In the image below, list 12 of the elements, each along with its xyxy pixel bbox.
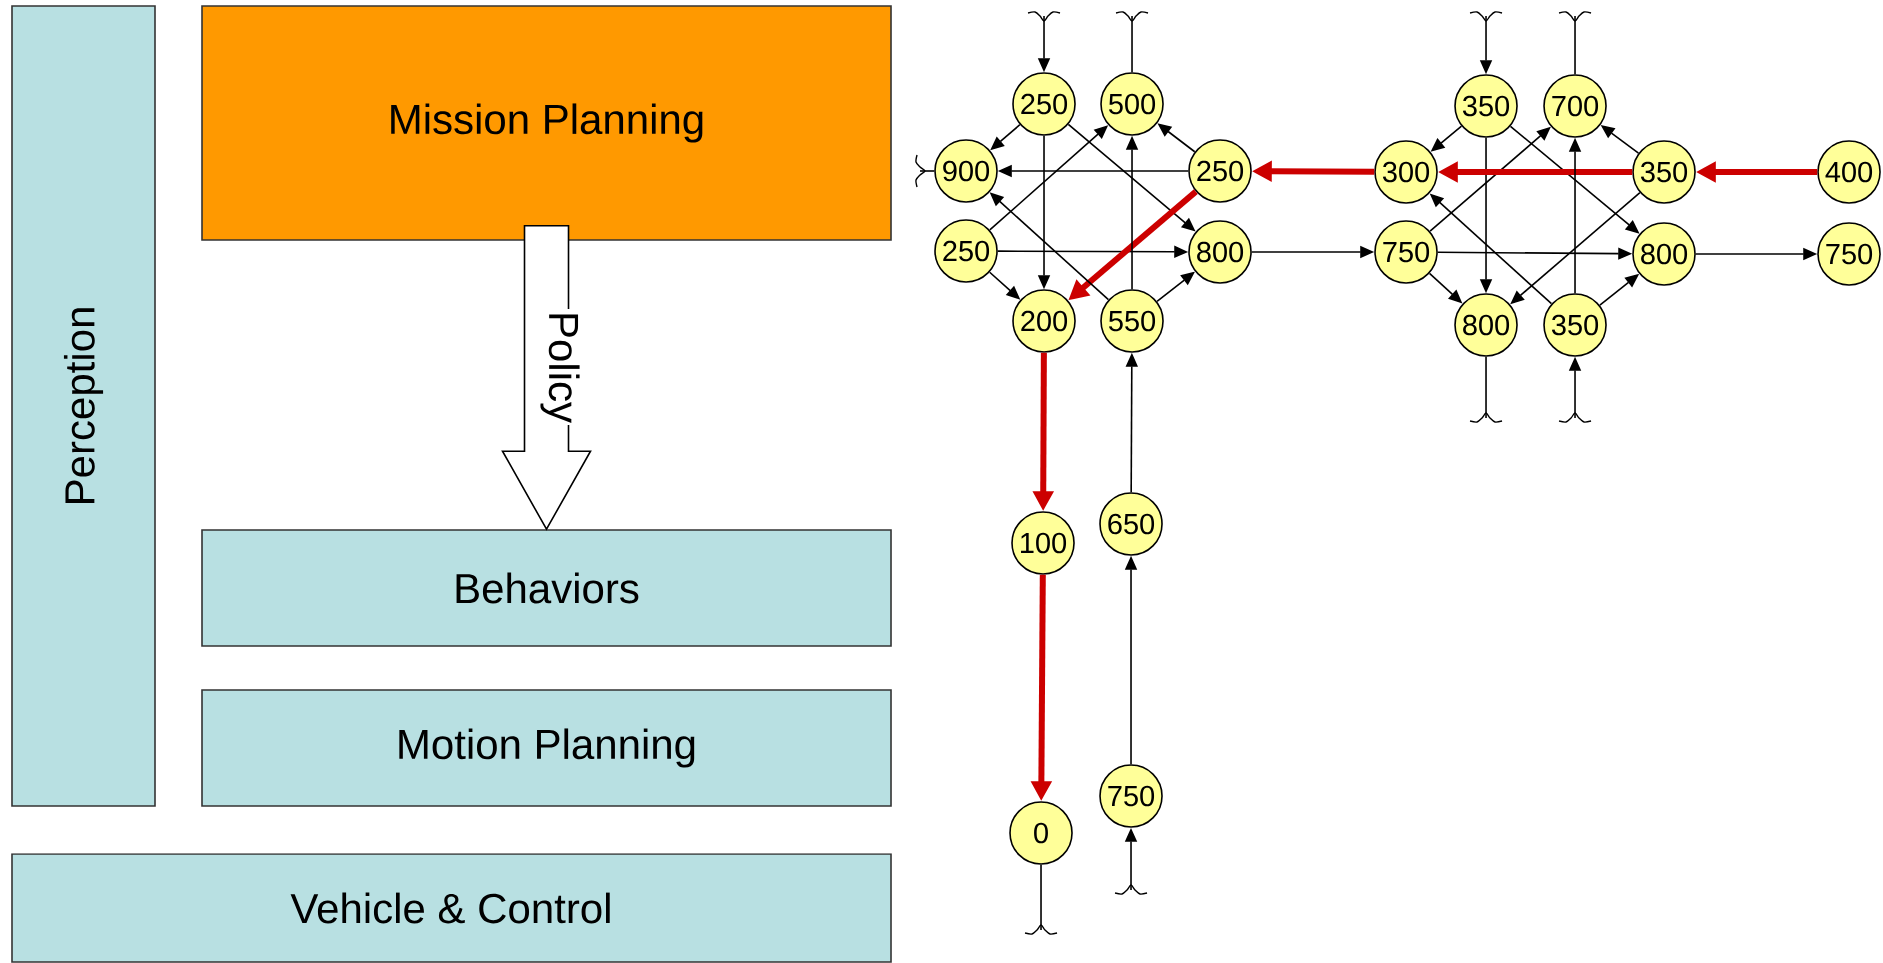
- layer-label: Motion Planning: [399, 728, 695, 768]
- layer-box: [11, 853, 892, 963]
- layer-box: [201, 5, 892, 241]
- layer-box: [201, 689, 892, 807]
- side-panel: [11, 5, 156, 807]
- edge-label: Policy: [540, 314, 580, 423]
- layer-box: [201, 529, 892, 647]
- layer-label: Mission Planning: [391, 103, 703, 143]
- layer-label: Vehicle & Control: [290, 892, 610, 924]
- layer-label: Perception: [63, 308, 104, 503]
- arrow: [1024, 864, 1058, 935]
- layer-label: Behaviors: [456, 572, 639, 604]
